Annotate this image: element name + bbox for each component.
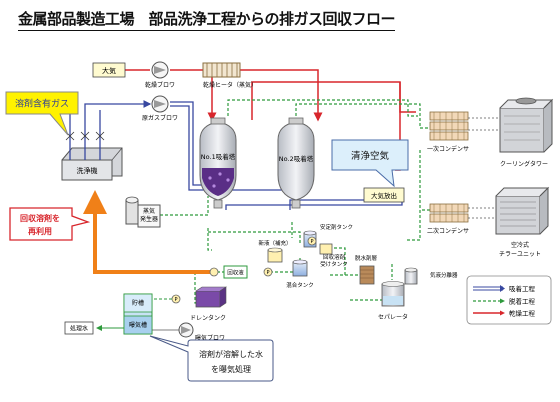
dry-blower-label: 乾燥ブロワ <box>145 81 175 89</box>
dry-blower <box>151 61 169 79</box>
legend-drying <box>473 310 505 316</box>
reuse-text-2: 再利用 <box>28 226 52 236</box>
recovery-liquid-box <box>223 265 248 279</box>
dry-heater-label: 乾燥ヒータ（蒸気） <box>203 81 257 89</box>
release-label: 大気放出 <box>371 191 397 200</box>
chiller-label-2: チラーユニット <box>499 251 541 258</box>
air-label: 大気 <box>102 66 116 75</box>
reuse-callout <box>9 207 91 241</box>
recovery-pump <box>209 267 219 277</box>
legend-desorption-label: 脱着工程 <box>509 297 536 306</box>
adsorption-tower-2 <box>277 117 315 209</box>
separator <box>381 281 405 307</box>
washer-label: 洗浄機 <box>77 166 98 175</box>
storage-tank-label: 貯槽 <box>132 299 144 307</box>
cooling-tower-label: クーリングタワー <box>500 160 548 168</box>
svg-text:P: P <box>266 270 269 276</box>
aeration-text-1: 溶剤が溶解した水 <box>199 349 263 359</box>
svg-text:P: P <box>310 239 313 245</box>
separator-label: セパレータ <box>378 313 408 321</box>
primary-condenser-label: 一次コンデンサ <box>427 145 469 153</box>
mixing-tank <box>292 259 308 277</box>
aeration-blower-label: 曝気ブロワ <box>195 334 225 342</box>
stabilizer-pump: P <box>307 236 317 246</box>
cooling-water-lines <box>468 117 500 131</box>
air-intake-box <box>92 62 126 78</box>
solvent-gas-callout <box>5 91 79 136</box>
raw-gas-blower-label: 原ガスブロワ <box>142 114 178 122</box>
storage-and-aeration-tanks <box>123 293 153 335</box>
primary-condenser <box>429 111 469 141</box>
recovered-tank-label-2: 受けタンク <box>320 260 348 268</box>
legend-desorption <box>473 298 505 304</box>
aeration-text-2: を曝気処理 <box>211 364 251 374</box>
new-liquid-tank <box>267 247 283 263</box>
release-box <box>363 187 405 203</box>
dehydrator <box>359 265 375 285</box>
svg-text:P: P <box>174 297 177 303</box>
clean-air-text: 清浄空気 <box>351 150 390 162</box>
steam-generator <box>125 196 161 228</box>
legend-drying-label: 乾燥工程 <box>509 309 536 318</box>
drain-pump: P <box>171 294 181 304</box>
gas-liquid-separator <box>404 267 418 285</box>
treated-water-label: 処理水 <box>70 325 88 333</box>
mixing-pump: P <box>263 267 273 277</box>
reuse-text-1: 回収溶剤を <box>20 213 60 223</box>
aeration-tank-label: 曝気槽 <box>129 321 147 329</box>
aeration-callout <box>149 335 274 382</box>
clean-air-callout <box>331 139 409 188</box>
dry-heater <box>202 62 241 78</box>
legend-adsorption-label: 吸着工程 <box>509 284 536 293</box>
secondary-condenser-label: 二次コンデンサ <box>427 227 469 235</box>
recycle-arrow <box>83 190 214 274</box>
chiller-unit <box>495 186 550 235</box>
new-liquid-label: 新液（補充） <box>258 239 291 247</box>
chilled-water-lines <box>468 207 496 219</box>
adsorption-tower-1 <box>199 117 237 209</box>
recovery-liquid-label: 回収液 <box>227 269 244 277</box>
steam-gen-label-1: 蒸気 <box>143 207 155 215</box>
aeration-blower <box>178 322 194 338</box>
recovered-solvent-tank <box>319 243 333 255</box>
washer <box>61 131 123 181</box>
raw-gas-blower <box>151 95 169 113</box>
steam-gen-label-2: 発生器 <box>140 215 158 223</box>
tower2-label: No.2吸着塔 <box>279 154 314 163</box>
drain-tank <box>195 286 227 308</box>
stabilizer-label: 安定剤タンク <box>320 223 353 231</box>
secondary-condenser <box>429 203 469 223</box>
solvent-gas-text: 溶剤含有ガス <box>15 98 69 110</box>
tower1-label: No.1吸着塔 <box>201 152 236 161</box>
recovered-tank-label-1: 回収溶剤 <box>323 253 346 261</box>
dehydrator-label: 脱水剤層 <box>355 254 377 262</box>
legend-adsorption <box>473 285 505 292</box>
mixing-tank-label: 混合タンク <box>286 281 314 289</box>
chiller-label-1: 空冷式 <box>511 241 529 249</box>
legend: 吸着工程 脱着工程 乾燥工程 <box>466 275 552 325</box>
treated-water-box <box>64 321 94 335</box>
cooling-tower <box>499 97 554 153</box>
gas-liquid-separator-label: 気液分離器 <box>430 271 458 279</box>
drain-tank-label: ドレンタンク <box>190 314 226 322</box>
diagram-title: 金属部品製造工場 部品洗浄工程からの排ガス回収フロー <box>18 8 396 31</box>
